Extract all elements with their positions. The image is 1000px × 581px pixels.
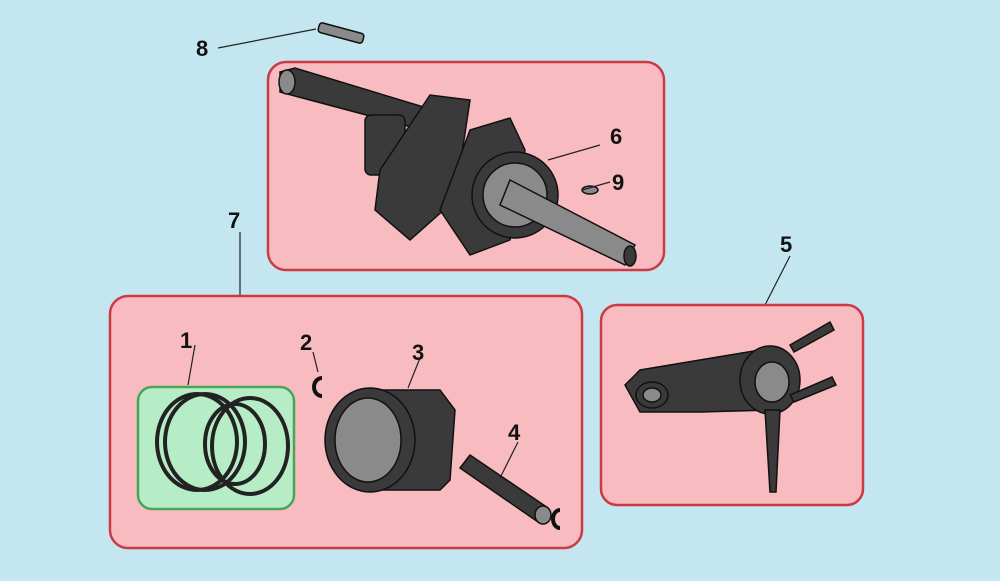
callout-1: 1 [180, 328, 192, 353]
callout-2-text: 2 [300, 330, 312, 355]
callout-4: 4 [508, 420, 521, 445]
callout-9: 9 [612, 170, 624, 195]
callout-6: 6 [610, 124, 622, 149]
crankshaft-group: 6 9 [266, 60, 666, 272]
clip-part [312, 376, 323, 398]
key-part: 8 [196, 22, 365, 61]
callout-8: 8 [196, 36, 208, 61]
connecting-rod-group: 5 [599, 232, 865, 507]
callout-7: 7 [228, 208, 240, 233]
callout-3: 3 [412, 340, 424, 365]
piston-assembly-group: 7 1 2 3 4 [108, 208, 584, 550]
callout-5: 5 [780, 232, 792, 257]
